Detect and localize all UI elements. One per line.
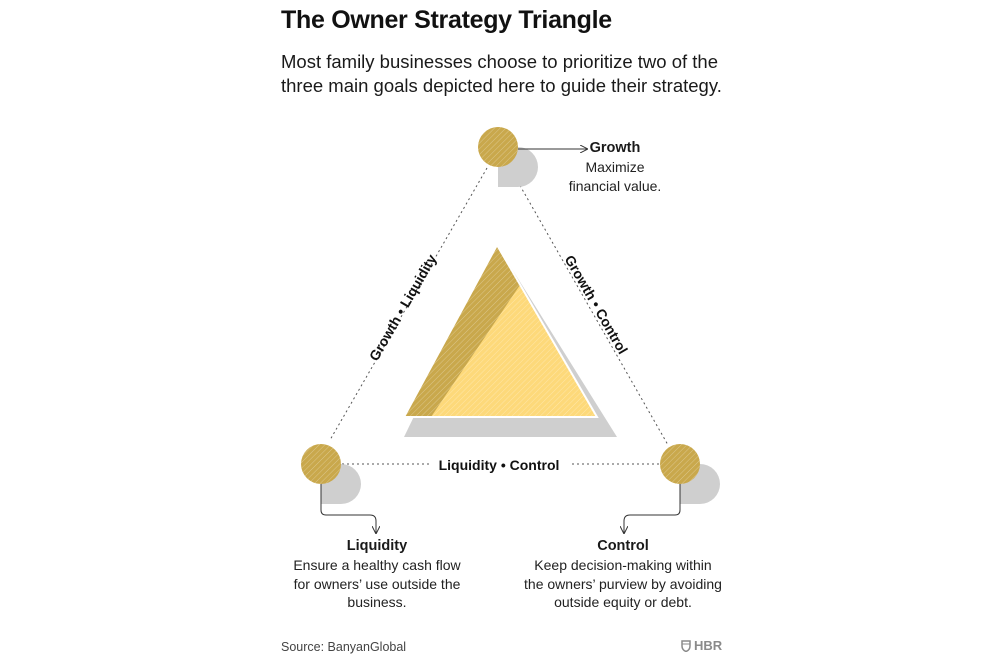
goal-control-desc-line: the owners’ purview by avoiding [524, 575, 722, 592]
goal-growth-desc-line: financial value. [568, 177, 662, 194]
goal-growth-name: Growth [589, 140, 641, 156]
hbr-logo: HBR [681, 638, 722, 653]
goal-liquidity-desc-line: Ensure a healthy cash flow [293, 557, 461, 573]
page-subtitle: Most family businesses choose to priorit… [281, 51, 722, 96]
center-triangle [402, 242, 617, 437]
liquidity-arrow [320, 484, 376, 533]
edge-label-liquidity-control-group: Liquidity • Control [430, 454, 570, 474]
goal-liquidity-desc-line: for owners’ use outside the [293, 575, 461, 592]
edge-growth-control-line [509, 167, 669, 446]
goal-growth: Growth Maximize financial value. [555, 139, 675, 195]
edge-label-liquidity-control: Liquidity • Control [439, 457, 560, 473]
goal-control-name: Control [597, 538, 649, 554]
goal-liquidity: Liquidity Ensure a healthy cash flow for… [281, 537, 473, 612]
goal-control: Control Keep decision-making within the … [514, 537, 732, 612]
liquidity-node [301, 444, 361, 504]
shield-icon [681, 639, 691, 652]
goal-liquidity-name: Liquidity [346, 538, 408, 554]
control-node [660, 444, 720, 504]
goal-liquidity-desc-line: business. [347, 594, 407, 610]
control-arrow [624, 484, 681, 533]
goal-control-desc-line: Keep decision-making within [534, 557, 712, 573]
edge-label-growth-liquidity: Growth • Liquidity [366, 251, 440, 363]
goal-growth-desc-line: Maximize [585, 159, 645, 175]
edge-growth-liquidity-line [329, 167, 488, 441]
page-title: The Owner Strategy Triangle [281, 6, 612, 34]
edge-label-growth-control: Growth • Control [562, 252, 632, 357]
source-note: Source: BanyanGlobal [281, 640, 407, 654]
growth-node [478, 127, 538, 187]
goal-control-desc-line: outside equity or debt. [554, 594, 692, 610]
hbr-logo-text: HBR [694, 638, 723, 653]
